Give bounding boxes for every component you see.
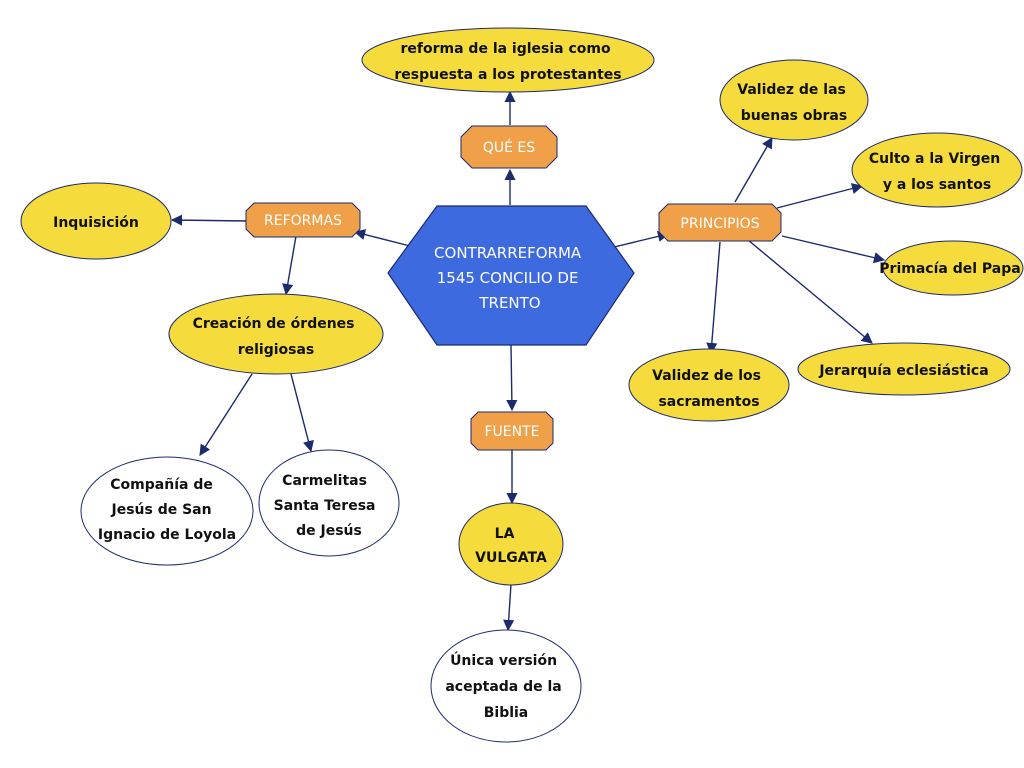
node-vulgata: LA VULGATA	[458, 502, 564, 586]
edge-creacion-carmelitas	[290, 373, 314, 453]
branch-fuente-label: FUENTE	[484, 424, 539, 440]
svg-text:Validez de los sacrament: Validez de los sacramentos	[652, 368, 766, 410]
node-primacia-text: Primacía del Papa	[879, 261, 1020, 277]
branch-fuente: FUENTE	[470, 411, 554, 451]
svg-text:Validez de las buenas ob: Validez de las buenas obras	[737, 82, 851, 124]
edge-reformas-creacion	[282, 235, 297, 296]
node-culto-line-1: Culto a la Virgen	[869, 151, 1000, 167]
center-line-1: CONTRARREFORMA	[434, 244, 582, 262]
edge-principios-primacia	[781, 235, 886, 264]
node-validez-sacramentos: Validez de los sacramentos	[628, 348, 790, 422]
node-creacion: Creación de órdenes religiosas	[168, 293, 384, 375]
node-validez-obras: Validez de las buenas obras	[719, 59, 869, 141]
edge-creacion-compania	[199, 373, 253, 456]
svg-text:Carmelitas Santa Teresa: Carmelitas Santa Teresa de Jesús	[274, 473, 381, 539]
branch-que-es-label: QUÉ ES	[483, 139, 535, 156]
node-jerarquia: Jerarquía eclesiástica	[797, 342, 1011, 396]
node-carmelitas: Carmelitas Santa Teresa de Jesús	[258, 449, 400, 557]
node-compania-line-3: Ignacio de Loyola	[98, 527, 236, 543]
edge-principios-sacramentos	[706, 241, 721, 355]
edge-center-principios	[609, 230, 670, 249]
edge-center-reformas	[353, 229, 411, 247]
node-unica-line-3: Biblia	[484, 705, 529, 721]
node-reforma-line-2: respuesta a los protestantes	[394, 67, 621, 83]
node-compania-line-2: Jesús de San	[111, 502, 212, 518]
node-validez-obras-line-1: Validez de las	[737, 82, 846, 98]
branch-principios-label: PRINCIPIOS	[680, 216, 759, 232]
node-primacia: Primacía del Papa	[879, 240, 1024, 296]
edge-principios-obras	[734, 137, 773, 203]
node-compania: Compañía de Jesús de San Ignacio de Loyo…	[80, 456, 254, 566]
node-culto-line-2: y a los santos	[883, 177, 991, 193]
node-reforma: reforma de la iglesia como respuesta a l…	[361, 27, 655, 93]
svg-text:Creación de órdenes reli: Creación de órdenes religiosas	[193, 316, 360, 358]
branch-reformas: REFORMAS	[245, 202, 361, 238]
node-creacion-line-1: Creación de órdenes	[193, 316, 355, 332]
svg-text:Compañía de Jesús de San: Compañía de Jesús de San Ignacio de Loyo…	[98, 477, 236, 543]
svg-text:LA VULGATA: LA VULGATA	[475, 526, 547, 566]
svg-text:CONTRARREFORMA 1545 CONC: CONTRARREFORMA 1545 CONCILIO DE TRENTO	[434, 244, 586, 312]
edge-reformas-inquisicion	[170, 214, 249, 226]
node-unica: Única versión aceptada de la Biblia	[430, 629, 582, 743]
node-unica-line-2: aceptada de la	[445, 679, 561, 695]
node-carmelitas-line-2: Santa Teresa	[274, 498, 376, 514]
svg-text:Única versión aceptada d: Única versión aceptada de la Biblia	[445, 651, 566, 721]
connectors	[170, 90, 886, 632]
branch-reformas-label: REFORMAS	[264, 213, 342, 229]
center-node: CONTRARREFORMA 1545 CONCILIO DE TRENTO	[387, 205, 635, 346]
node-unica-line-1: Única versión	[450, 651, 557, 669]
node-vulgata-line-2: VULGATA	[475, 550, 547, 566]
svg-text:Culto a la Virgen y a lo: Culto a la Virgen y a los santos	[869, 151, 1005, 193]
node-vulgata-line-1: LA	[495, 526, 515, 542]
center-line-2: 1545 CONCILIO DE	[437, 269, 579, 287]
node-validez-sacramentos-line-2: sacramentos	[658, 394, 759, 410]
edge-center-fuente	[506, 344, 518, 412]
node-validez-obras-line-2: buenas obras	[741, 108, 847, 124]
center-line-3: TRENTO	[478, 294, 540, 312]
node-compania-line-1: Compañía de	[110, 477, 213, 493]
branch-que-es: QUÉ ES	[460, 125, 558, 169]
edge-principios-jerarquia	[747, 239, 873, 344]
node-creacion-line-2: religiosas	[238, 342, 315, 358]
node-jerarquia-text: Jerarquía eclesiástica	[818, 363, 988, 379]
edge-vulgata-unica	[503, 583, 515, 632]
node-carmelitas-line-1: Carmelitas	[282, 473, 367, 489]
node-culto: Culto a la Virgen y a los santos	[851, 132, 1023, 208]
node-validez-sacramentos-line-1: Validez de los	[652, 368, 761, 384]
node-inquisicion: Inquisición	[20, 182, 172, 260]
node-carmelitas-line-3: de Jesús	[296, 523, 362, 539]
node-inquisicion-text: Inquisición	[53, 215, 139, 231]
svg-text:reforma de la iglesia como: reforma de la iglesia como respuesta a l…	[394, 41, 621, 83]
branch-principios: PRINCIPIOS	[658, 203, 782, 242]
node-reforma-line-1: reforma de la iglesia como	[401, 41, 612, 57]
edge-principios-culto	[776, 183, 864, 209]
